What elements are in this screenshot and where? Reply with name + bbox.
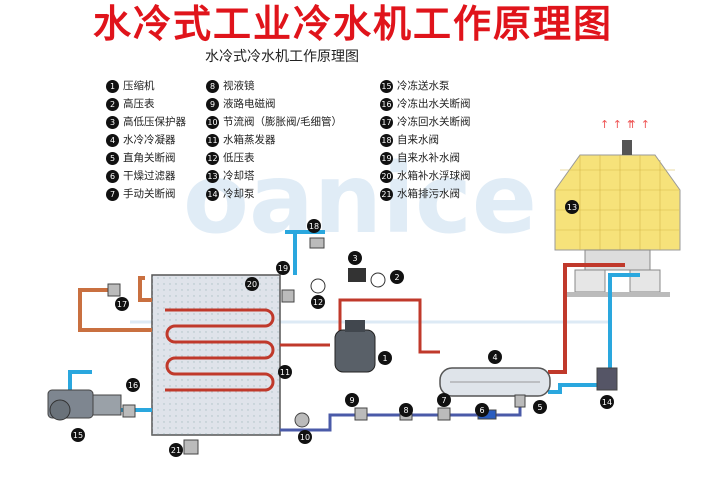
svg-text:11: 11	[280, 368, 290, 377]
svg-text:20: 20	[247, 280, 257, 289]
svg-text:10: 10	[300, 433, 310, 442]
watermark-logo: oanice	[183, 143, 537, 255]
svg-text:15: 15	[73, 431, 83, 440]
svg-text:19: 19	[278, 264, 288, 273]
svg-text:8: 8	[403, 406, 408, 415]
pressure-gauges	[310, 268, 386, 294]
svg-text:2: 2	[394, 273, 399, 282]
svg-text:↑ ↑: ↑ ↑	[628, 118, 650, 131]
svg-text:9: 9	[349, 396, 354, 405]
svg-text:13: 13	[567, 203, 577, 212]
svg-text:4: 4	[492, 353, 497, 362]
svg-text:14: 14	[602, 398, 612, 407]
water-tank	[151, 274, 281, 436]
svg-text:↑ ↑ ↑: ↑ ↑ ↑	[600, 118, 635, 131]
compressor	[334, 320, 376, 373]
svg-text:1: 1	[382, 354, 387, 363]
svg-text:3: 3	[352, 254, 357, 263]
callout-markers: 1 2 3 4 5 6 7 8 9 10 11 12 13 14 15 16 1…	[71, 200, 614, 457]
svg-text:12: 12	[313, 298, 323, 307]
svg-text:16: 16	[128, 381, 138, 390]
water-cooled-condenser	[439, 367, 551, 397]
svg-text:5: 5	[537, 403, 542, 412]
svg-text:18: 18	[309, 222, 319, 231]
svg-text:7: 7	[441, 396, 446, 405]
svg-text:17: 17	[117, 300, 127, 309]
diagram-subtitle: 水冷式冷水机工作原理图	[205, 49, 359, 65]
svg-text:6: 6	[479, 406, 484, 415]
svg-text:21: 21	[171, 446, 181, 455]
chilled-water-pump	[47, 389, 122, 421]
page-title: 水冷式工业冷水机工作原理图	[92, 2, 613, 46]
